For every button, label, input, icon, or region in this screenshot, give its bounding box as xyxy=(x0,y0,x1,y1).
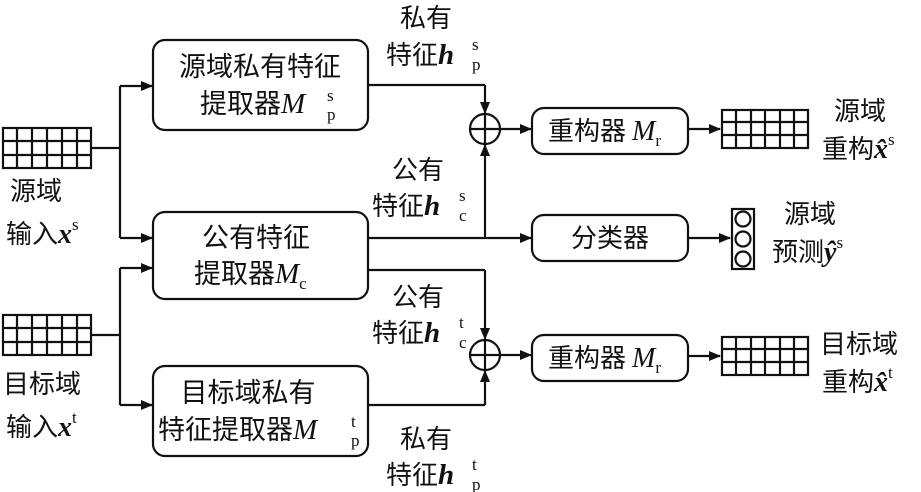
prediction-output-column xyxy=(730,207,756,271)
source-private-feature-path xyxy=(368,83,490,114)
source-input-connectors xyxy=(91,81,153,243)
target-private-extractor-box: 目标域私有 特征提取器M t p xyxy=(151,364,370,458)
shared-extractor-line1: 公有特征 xyxy=(202,223,310,254)
classifier-label: 分类器 xyxy=(571,224,649,254)
source-private-extractor-line2: 提取器M xyxy=(200,88,307,120)
source-input-label-line1: 源域 xyxy=(10,177,62,207)
source-recon-label-line1: 源域 xyxy=(834,97,886,127)
shared-target-feature-line1: 公有 xyxy=(392,283,444,313)
target-recon-output-grid xyxy=(720,335,810,377)
svg-text:p: p xyxy=(472,55,481,74)
svg-text:p: p xyxy=(351,431,360,450)
classifier-box: 分类器 xyxy=(530,213,690,263)
shared-target-feature-line2: 特征h xyxy=(372,317,440,349)
svg-text:s: s xyxy=(472,35,479,54)
shared-source-feature-line1: 公有 xyxy=(392,156,444,186)
target-recon-label-line1: 目标域 xyxy=(820,330,898,360)
prediction-label-line2: 预测ŷs xyxy=(772,233,843,268)
target-input-label-line2: 输入xt xyxy=(6,408,77,443)
svg-text:p: p xyxy=(472,475,481,492)
shared-feature-path xyxy=(368,144,532,340)
shared-extractor-box: 公有特征 提取器Mc xyxy=(151,210,370,301)
source-input-label-line2: 输入xs xyxy=(6,215,79,250)
target-private-extractor-line2: 特征提取器M xyxy=(158,414,319,446)
svg-text:p: p xyxy=(327,105,336,124)
svg-text:c: c xyxy=(459,206,467,225)
source-private-extractor-line1: 源域私有特征 xyxy=(179,52,341,83)
target-private-feature-line1: 私有 xyxy=(400,425,452,455)
target-recon-label-line2: 重构x̂t xyxy=(822,363,893,398)
source-private-feature-line2: 特征h xyxy=(386,39,454,71)
target-input-label-line1: 目标域 xyxy=(3,370,81,400)
source-recon-output-grid xyxy=(720,108,810,150)
shared-extractor-line2: 提取器Mc xyxy=(194,258,307,293)
source-sum-node-icon xyxy=(468,112,502,146)
svg-text:s: s xyxy=(459,186,466,205)
source-recon-label-line2: 重构x̂s xyxy=(822,130,895,165)
svg-text:c: c xyxy=(459,333,467,352)
svg-text:t: t xyxy=(459,313,464,332)
source-private-feature-line1: 私有 xyxy=(400,4,452,34)
target-input-connectors xyxy=(91,263,153,410)
target-sum-node-icon xyxy=(468,338,502,372)
shared-source-feature-line2: 特征h xyxy=(372,190,440,222)
prediction-label-line1: 源域 xyxy=(784,200,836,230)
target-private-feature-line2: 特征h xyxy=(386,459,454,491)
target-private-extractor-line1: 目标域私有 xyxy=(181,378,316,409)
source-input-grid xyxy=(1,126,93,170)
source-private-extractor-box: 源域私有特征 提取器M s p xyxy=(151,38,370,132)
target-input-grid xyxy=(1,313,93,357)
svg-text:t: t xyxy=(351,412,356,431)
svg-text:s: s xyxy=(327,86,334,105)
target-private-feature-path xyxy=(368,370,490,407)
svg-text:t: t xyxy=(472,455,477,474)
